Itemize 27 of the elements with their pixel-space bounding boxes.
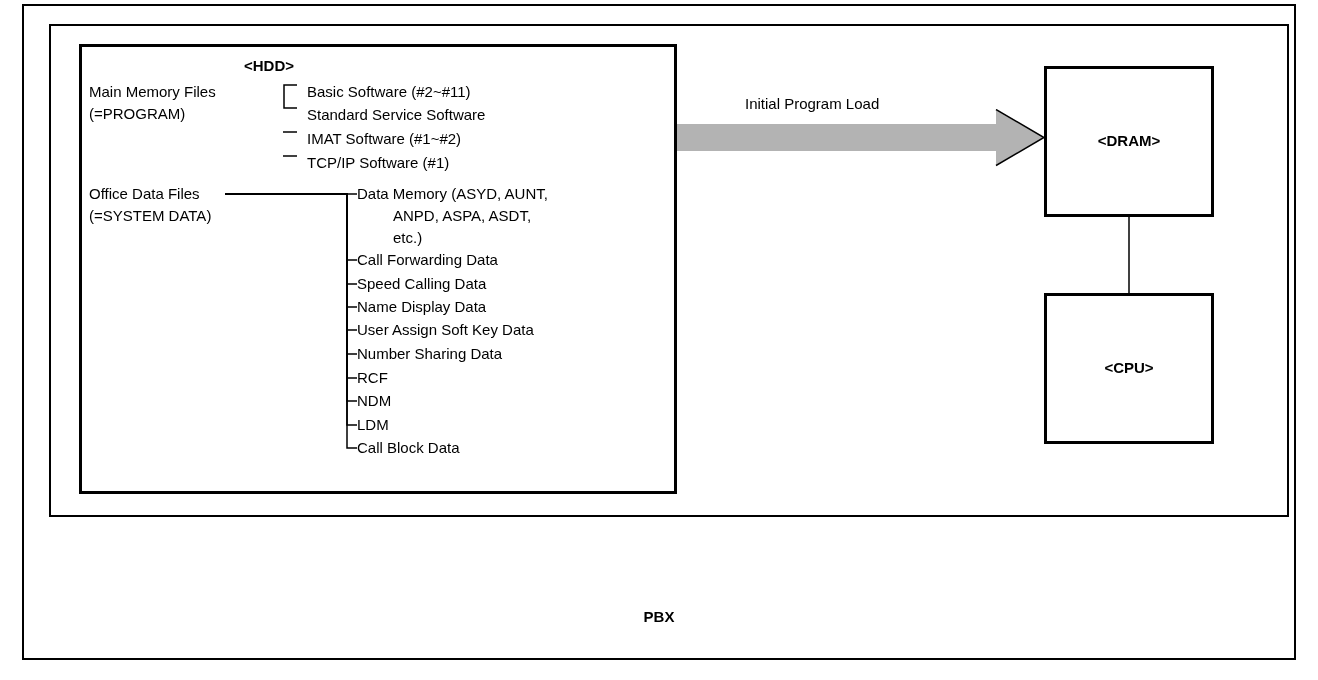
file-label: User Assign Soft Key Data <box>357 319 657 341</box>
file-label: IMAT Software (#1~#2) <box>307 128 637 150</box>
system-box <box>49 24 1289 517</box>
file-label: Speed Calling Data <box>357 273 657 295</box>
box-title: PBX <box>642 607 676 627</box>
box-title: <CPU> <box>1104 358 1154 379</box>
file-group-label: Office Data Files (=SYSTEM DATA) <box>89 183 225 227</box>
file-label: NDM <box>357 390 657 412</box>
file-label: LDM <box>357 414 657 436</box>
file-label: Data Memory (ASYD, AUNT, ANPD, ASPA, ASDT, etc.) <box>357 183 562 249</box>
cpu-box <box>1044 293 1214 444</box>
file-label: RCF <box>357 367 657 389</box>
box-title: <DRAM> <box>1097 131 1161 152</box>
box-title: <HDD> <box>244 56 295 76</box>
file-label: Name Display Data <box>357 296 657 318</box>
pbx-frame <box>22 4 1296 660</box>
file-label: Call Block Data <box>357 437 657 459</box>
connector-line <box>1128 216 1130 294</box>
file-label: TCP/IP Software (#1) <box>307 152 637 174</box>
file-label: Basic Software (#2~#11) <box>307 81 637 103</box>
file-label: Standard Service Software <box>307 104 637 126</box>
dram-box <box>1044 66 1214 217</box>
block-arrow <box>677 108 1045 167</box>
file-label: Call Forwarding Data <box>357 249 657 271</box>
hdd-box <box>79 44 677 494</box>
file-label: Number Sharing Data <box>357 343 657 365</box>
file-group-label: Main Memory Files (=PROGRAM) <box>89 81 269 125</box>
